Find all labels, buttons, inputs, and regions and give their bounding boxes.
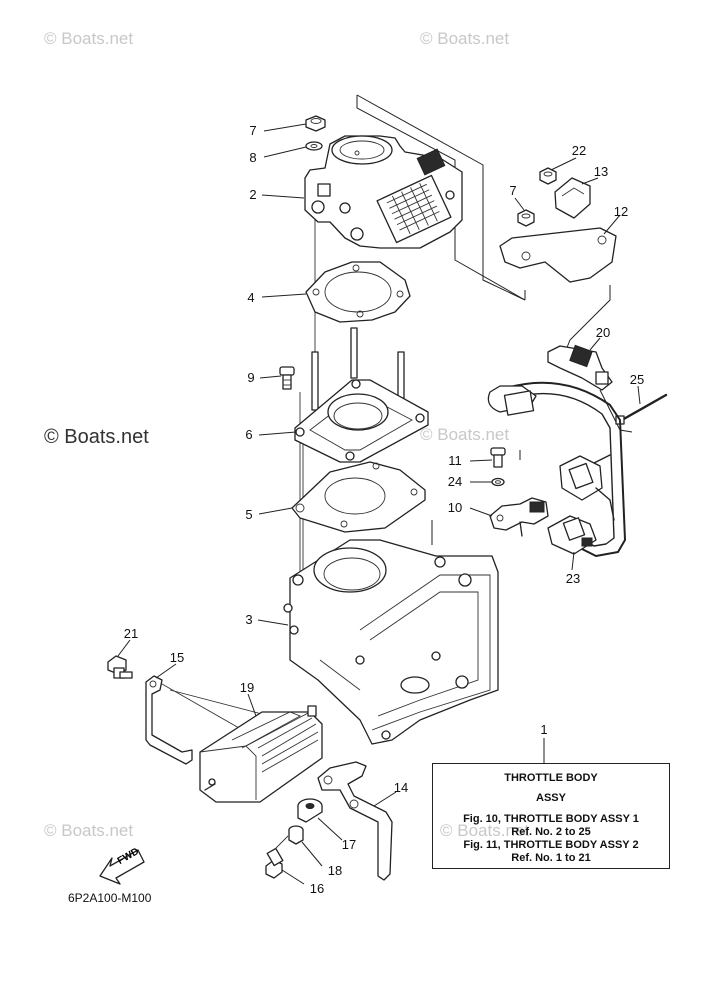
callout-17: 17 <box>341 837 357 852</box>
cap-13 <box>554 177 591 219</box>
cable-tie-25 <box>615 393 668 425</box>
legend-title-line1: THROTTLE BODY <box>504 772 598 784</box>
callout-14: 14 <box>393 780 409 795</box>
intake-manifold-3 <box>283 539 499 745</box>
bracket-12 <box>499 227 617 283</box>
callout-1: 1 <box>540 722 548 737</box>
callout-11: 11 <box>448 453 462 468</box>
callout-7: 7 <box>249 123 257 138</box>
watermark: © Boats.net <box>420 425 510 444</box>
callout-18: 18 <box>327 863 343 878</box>
spacer-plate-6 <box>294 379 429 463</box>
legend-title-line2: ASSY <box>536 792 566 804</box>
callout-9: 9 <box>247 370 255 385</box>
legend-fig11-ref: Ref. No. 1 to 21 <box>511 852 591 864</box>
callout-5: 5 <box>245 507 253 522</box>
callout-24: 24 <box>447 474 463 489</box>
watermark: © Boats.net <box>44 821 134 840</box>
callout-4: 4 <box>247 290 255 305</box>
nut-7-b <box>517 209 535 227</box>
washer-8 <box>305 141 323 151</box>
screw-9 <box>279 366 295 390</box>
screw-11 <box>490 447 506 468</box>
bracket-15 <box>145 675 193 765</box>
gasket-4 <box>305 261 411 323</box>
callout-13: 13 <box>593 164 609 179</box>
bolt-16 <box>265 835 289 879</box>
legend-fig10-ref: Ref. No. 2 to 25 <box>511 826 591 838</box>
callout-16: 16 <box>309 881 325 896</box>
watermark: © Boats.net <box>420 29 510 48</box>
fwd-arrow <box>99 849 145 885</box>
callout-20: 20 <box>595 325 611 340</box>
grommet-17 <box>297 798 323 823</box>
legend-fig10: Fig. 10, THROTTLE BODY ASSY 1 <box>463 813 639 825</box>
callout-10: 10 <box>447 500 463 515</box>
callout-6: 6 <box>245 427 253 442</box>
washer-24 <box>491 477 505 487</box>
bracket-14 <box>317 761 393 881</box>
nut-22 <box>539 167 557 185</box>
callout-12: 12 <box>613 204 629 219</box>
watermark: © Boats.net <box>44 29 134 48</box>
callout-8: 8 <box>249 150 257 165</box>
callout-23: 23 <box>565 571 581 586</box>
callout-2: 2 <box>249 187 257 202</box>
collar-18 <box>288 825 304 845</box>
connector-23 <box>547 515 597 555</box>
legend-fig11: Fig. 11, THROTTLE BODY ASSY 2 <box>463 839 639 851</box>
drawing-code: 6P2A100-M100 <box>68 891 152 905</box>
sensor-10 <box>489 497 549 537</box>
wire-harness <box>487 381 626 557</box>
sensor-20 <box>547 344 613 391</box>
callout-25: 25 <box>629 372 645 387</box>
watermark: © Boats.net <box>440 821 530 840</box>
leader-lines <box>117 123 641 885</box>
silencer-19 <box>199 705 323 803</box>
callout-7-b: 7 <box>509 183 517 198</box>
throttle-body-2 <box>304 135 463 249</box>
bolt-21 <box>107 655 133 679</box>
nut-7 <box>305 115 326 132</box>
callout-21: 21 <box>123 626 139 641</box>
callout-3: 3 <box>245 612 253 627</box>
watermark: © Boats.net <box>44 426 149 448</box>
callout-19: 19 <box>239 680 255 695</box>
assembly-legend-box: THROTTLE BODY ASSY Fig. 10, THROTTLE BOD… <box>432 763 670 869</box>
callout-15: 15 <box>169 650 185 665</box>
callout-22: 22 <box>571 143 587 158</box>
gasket-5 <box>291 461 426 533</box>
